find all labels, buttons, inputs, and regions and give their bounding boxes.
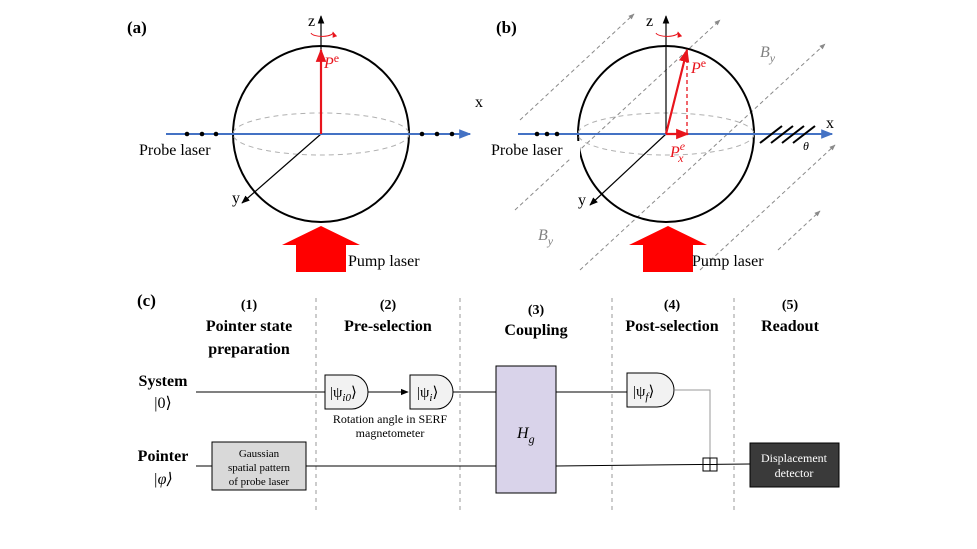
stage-separators [315, 298, 735, 512]
svg-text:Pre-selection: Pre-selection [344, 318, 432, 335]
panel-c-label: (c) [137, 291, 156, 310]
gaussian-text-3: of probe laser [229, 476, 290, 488]
photon-dots-right-a [419, 131, 455, 137]
gaussian-box [211, 441, 307, 491]
z-label-b: z [646, 13, 653, 30]
photon-dots-left-b [534, 131, 560, 137]
gate-psi-i [409, 374, 454, 410]
coupling-label: Hg [516, 425, 535, 446]
probe-label-b: Probe laser [491, 142, 563, 159]
panel-a: (a) z y x Pe Probe laser Pump la [127, 13, 483, 272]
svg-text:Pointer state: Pointer state [206, 318, 292, 335]
pump-label-b: Pump laser [692, 253, 764, 270]
pointer-state: |φ⟩ [153, 471, 173, 488]
y-axis-a [241, 133, 322, 204]
svg-text:preparation: preparation [208, 341, 290, 358]
field-label-bottom: By [538, 227, 554, 248]
coupling-box [495, 365, 557, 494]
svg-text:Coupling: Coupling [504, 322, 567, 339]
polarization-vector-b [664, 48, 690, 135]
stage-header-2: (2) Pre-selection [344, 298, 432, 335]
gaussian-text-1: Gaussian [239, 448, 280, 460]
rotation-note-1: Rotation angle in SERF [333, 412, 448, 426]
system-wire-5 [675, 389, 711, 461]
stage-header-4: (4) Post-selection [625, 298, 718, 335]
pump-arrow-a [282, 226, 360, 272]
displacement-detector [749, 442, 840, 488]
x-label-a: x [475, 94, 483, 111]
probe-label-bg-b [490, 141, 580, 158]
pointer-label: Pointer [138, 448, 189, 465]
pump-arrow-b [629, 226, 707, 272]
rotation-arrow-b [655, 31, 683, 38]
svg-text:(4): (4) [664, 298, 681, 313]
rotation-arrow-a [310, 31, 338, 38]
probe-label-bg-a [137, 141, 230, 158]
gate-psi-f-label: |ψf⟩ [633, 384, 654, 403]
gate-psi-f [626, 372, 675, 408]
gate-psi-i0-label: |ψi0⟩ [330, 385, 357, 404]
gaussian-text-2: spatial pattern [228, 462, 291, 474]
svg-text:(1): (1) [241, 298, 258, 313]
angle-label: θ [803, 139, 809, 153]
stage-header-1: (1) Pointer state preparation [206, 298, 292, 358]
panel-b-label: (b) [496, 18, 517, 37]
svg-text:(3): (3) [528, 303, 545, 318]
pump-label-a: Pump laser [348, 253, 420, 270]
x-label-b: x [826, 115, 834, 132]
probe-label-a: Probe laser [139, 142, 211, 159]
system-label: System [139, 373, 189, 390]
panel-b: (b) z y x [490, 13, 836, 272]
rotated-polarization-marks [759, 125, 816, 144]
field-label-top: By [760, 44, 776, 65]
y-label-a: y [232, 190, 240, 207]
detector-text-1: Displacement [761, 451, 828, 465]
stage-header-5: (5) Readout [761, 298, 819, 335]
svg-text:(5): (5) [782, 298, 799, 313]
z-label-a: z [308, 13, 315, 30]
gate-psi-i0 [324, 374, 369, 410]
system-state: |0⟩ [154, 395, 171, 412]
polarization-label-b: Pe [690, 56, 706, 77]
gate-psi-i-label: |ψi⟩ [417, 385, 438, 404]
rotation-note-2: magnetometer [356, 426, 425, 440]
stage-header-3: (3) Coupling [504, 303, 567, 339]
detector-text-2: detector [775, 466, 814, 480]
y-label-b: y [578, 192, 586, 209]
polarization-label-a: Pe [323, 51, 339, 72]
pointer-wire-2 [555, 463, 751, 467]
panel-a-label: (a) [127, 18, 147, 37]
svg-text:Readout: Readout [761, 318, 819, 335]
svg-text:Post-selection: Post-selection [625, 318, 718, 335]
photon-dots-left-a [184, 131, 219, 137]
y-axis-b [589, 133, 667, 206]
svg-text:(2): (2) [380, 298, 397, 313]
panel-c: (c) (1) Pointer state preparation (2) Pr… [137, 291, 840, 512]
